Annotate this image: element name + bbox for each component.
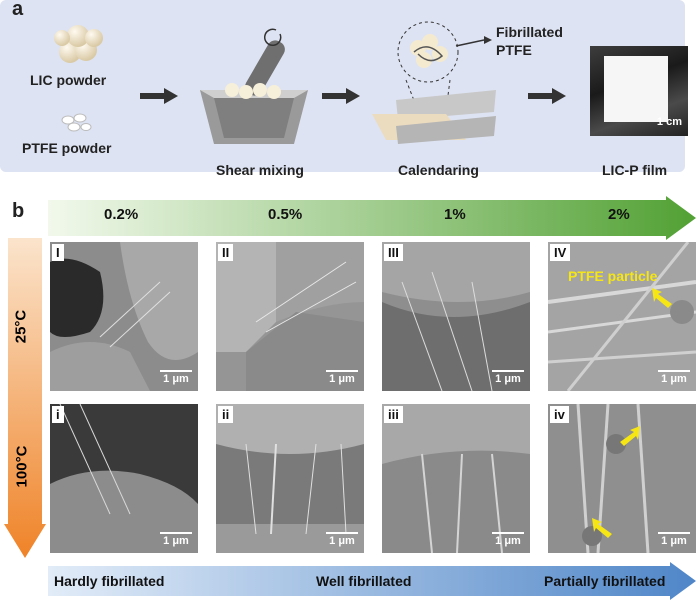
- ptfe-powder-icon: [61, 113, 92, 132]
- scale-label: 1 μm: [329, 535, 355, 547]
- calendaring-label: Calendaring: [398, 162, 479, 178]
- scale-label: 1 μm: [495, 373, 521, 385]
- temperature-label: 25°C: [12, 309, 30, 344]
- calendaring-icon: [372, 21, 496, 144]
- temperature-arrow: [4, 238, 46, 558]
- sem-label: i: [52, 406, 64, 423]
- sem-label: iv: [550, 406, 569, 423]
- sem-label: II: [218, 244, 234, 261]
- panel-b-letter: b: [12, 200, 25, 222]
- yellow-arrow-icon: [620, 426, 640, 446]
- sem-image-IV: IV PTFE particle 1 μm: [548, 242, 696, 391]
- yellow-arrow-icon: [592, 518, 612, 538]
- concentration-label: 0.2%: [104, 206, 139, 223]
- sem-label: I: [52, 244, 64, 261]
- film-sheet: [604, 56, 668, 122]
- sem-label: ii: [218, 406, 234, 423]
- scale-label: 1 μm: [163, 373, 189, 385]
- fibrillation-label: Hardly fibrillated: [54, 573, 165, 589]
- sem-label: III: [384, 244, 403, 261]
- sem-label: IV: [550, 244, 571, 261]
- shear-mixing-label: Shear mixing: [216, 162, 304, 178]
- mortar-pestle-icon: [200, 28, 308, 144]
- sem-image-iv: iv 1 μm: [548, 404, 696, 553]
- ptfe-powder-label: PTFE powder: [22, 140, 112, 156]
- sem-label: iii: [384, 406, 403, 423]
- film-scale-label: 1 cm: [656, 116, 682, 128]
- film-photo: 1 cm: [590, 46, 688, 136]
- concentration-label: 0.5%: [268, 206, 303, 223]
- scale-label: 1 μm: [163, 535, 189, 547]
- panel-a-letter: a: [12, 0, 24, 20]
- process-arrow-3-icon: [528, 88, 566, 104]
- sem-image-II: II 1 μm: [216, 242, 364, 391]
- sem-image-ii: ii 1 μm: [216, 404, 364, 553]
- fibrillation-label: Partially fibrillated: [544, 573, 666, 589]
- scale-label: 1 μm: [329, 373, 355, 385]
- licp-film-label: LIC-P film: [602, 162, 668, 178]
- scale-label: 1 μm: [661, 373, 687, 385]
- concentration-label: 1%: [444, 206, 466, 223]
- concentration-label: 2%: [608, 206, 630, 223]
- panel-a-background: [0, 0, 685, 172]
- fibrillation-label: Well fibrillated: [316, 573, 412, 589]
- concentration-arrow: [48, 196, 696, 240]
- sem-image-iii: iii 1 μm: [382, 404, 530, 553]
- process-arrow-2-icon: [322, 88, 360, 104]
- fibrillation-arrow: [48, 562, 696, 600]
- sem-image-I: I 1 μm: [50, 242, 198, 391]
- scale-label: 1 μm: [661, 535, 687, 547]
- fibrillated-label: Fibrillated: [496, 24, 563, 40]
- sem-image-i: i 1 μm: [50, 404, 198, 553]
- lic-powder-icon: [54, 25, 103, 63]
- scale-label: 1 μm: [495, 535, 521, 547]
- yellow-arrow-icon: [652, 288, 672, 308]
- process-arrow-1-icon: [140, 88, 178, 104]
- lic-powder-label: LIC powder: [30, 72, 107, 88]
- temperature-label: 100°C: [13, 445, 31, 488]
- sem-image-III: III 1 μm: [382, 242, 530, 391]
- ptfe-particle-label: PTFE particle: [568, 268, 658, 284]
- ptfe-label: PTFE: [496, 42, 532, 58]
